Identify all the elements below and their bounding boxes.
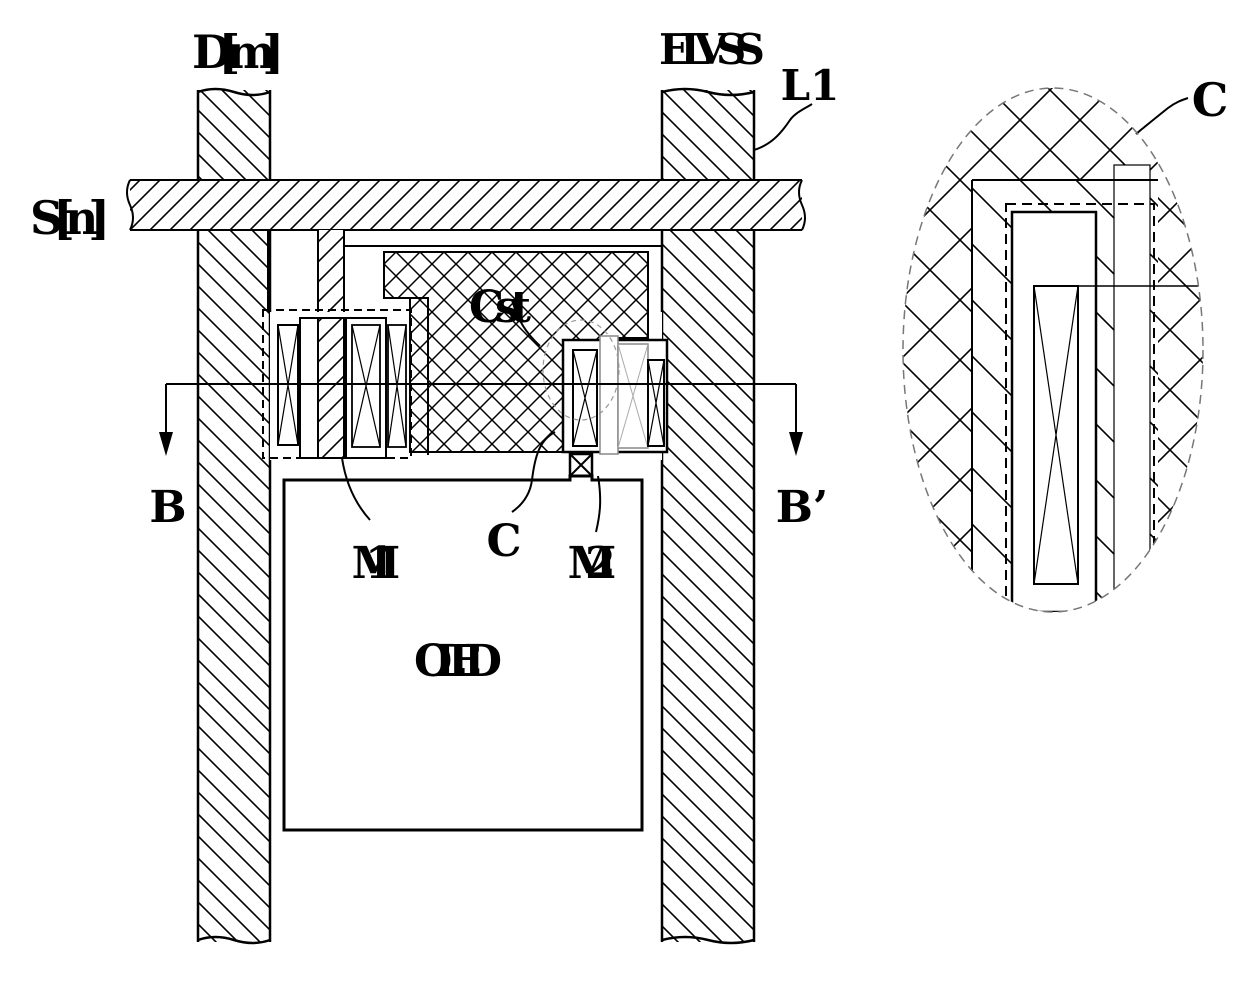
detail-view — [900, 85, 1210, 625]
label-m2: M2 — [568, 538, 617, 589]
label-contact-c: C — [486, 516, 521, 567]
label-m1: M1 — [352, 538, 401, 589]
label-section-b: B — [149, 482, 186, 533]
label-scan-line: S[n] — [30, 191, 110, 245]
label-layer-l1: L1 — [781, 61, 840, 110]
label-elvss: ELVSS — [659, 25, 765, 74]
label-oled: OLED — [414, 636, 502, 687]
label-section-b-prime: B’ — [776, 482, 829, 533]
label-data-line: D[m] — [192, 25, 284, 79]
label-cst: Cst — [469, 282, 532, 333]
label-detail-c: C — [1192, 73, 1229, 127]
scan-line-row — [127, 180, 805, 230]
